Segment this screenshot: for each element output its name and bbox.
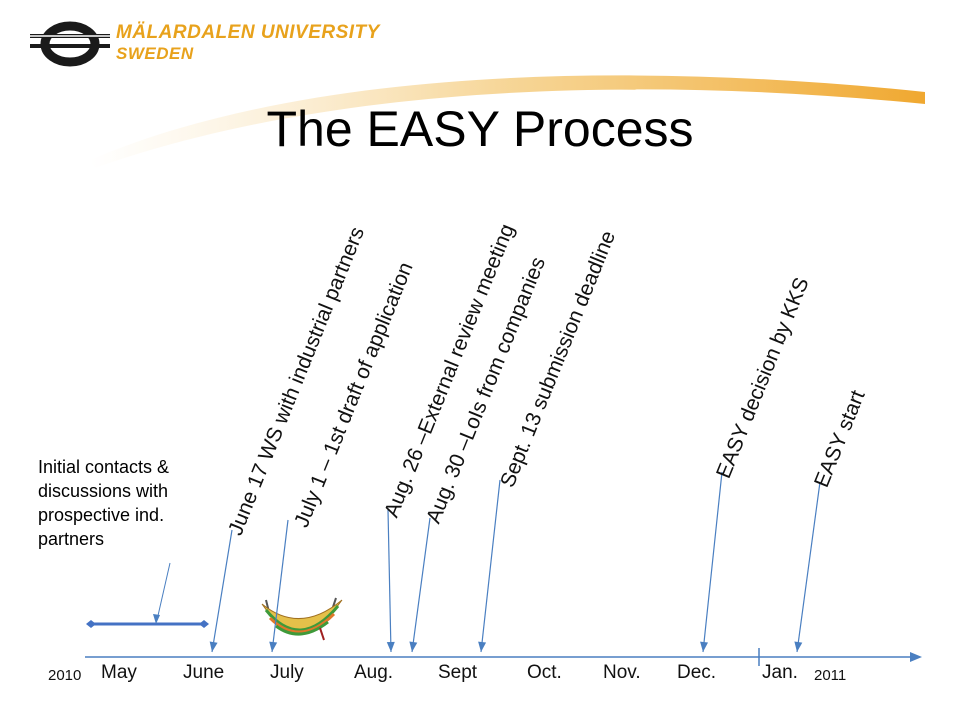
arrow-easy-decision bbox=[702, 471, 723, 653]
arrow-july-1-head bbox=[269, 641, 278, 652]
university-logo-icon bbox=[30, 21, 110, 67]
arrow-aug-30 bbox=[411, 517, 431, 653]
note-pointer-arrowhead bbox=[153, 614, 160, 624]
timeline-start-year: 2010 bbox=[48, 667, 82, 684]
university-country: SWEDEN bbox=[116, 44, 194, 63]
note-line: Initial contacts & bbox=[38, 457, 170, 477]
arrow-easy-decision-head bbox=[700, 641, 709, 652]
note-line: partners bbox=[38, 529, 105, 549]
milestone-arrows bbox=[209, 471, 821, 653]
timeline-end-year: 2011 bbox=[814, 667, 847, 684]
university-name: MÄLARDALEN UNIVERSITY bbox=[116, 22, 380, 43]
timeline-month-aug: Aug. bbox=[354, 662, 394, 683]
period-bar-end-marker bbox=[199, 620, 209, 628]
timeline-month-sept: Sept bbox=[438, 662, 478, 683]
header-swoosh bbox=[90, 75, 925, 168]
timeline-month-july: July bbox=[270, 662, 304, 683]
timeline-month-jan: Jan. bbox=[762, 662, 798, 683]
arrow-easy-start bbox=[796, 481, 821, 653]
slide-title: The EASY Process bbox=[266, 101, 694, 157]
timeline-month-dec: Dec. bbox=[677, 662, 717, 683]
note-pointer-line bbox=[156, 562, 171, 621]
arrow-june-17-head bbox=[209, 641, 218, 652]
timeline-axis-arrowhead bbox=[910, 652, 922, 662]
arrow-aug-26-head bbox=[386, 641, 395, 652]
note-line: discussions with bbox=[38, 481, 169, 501]
arrow-easy-start-head bbox=[794, 641, 803, 652]
arrow-sept-13 bbox=[480, 479, 501, 653]
note-line: prospective ind. bbox=[38, 505, 165, 525]
arrow-aug-26 bbox=[387, 509, 392, 653]
timeline-month-may: May bbox=[101, 662, 137, 683]
arrow-sept-13-head bbox=[478, 641, 487, 652]
period-bar-start-marker bbox=[86, 620, 96, 628]
initial-contacts-note: Initial contacts & discussions with pros… bbox=[38, 455, 228, 551]
timeline-month-june: June bbox=[183, 662, 225, 683]
arrow-june-17 bbox=[211, 529, 233, 653]
arrow-aug-30-head bbox=[409, 641, 418, 652]
timeline-month-oct: Oct. bbox=[527, 662, 562, 683]
timeline-month-nov: Nov. bbox=[603, 662, 641, 683]
arrow-july-1 bbox=[271, 519, 289, 653]
